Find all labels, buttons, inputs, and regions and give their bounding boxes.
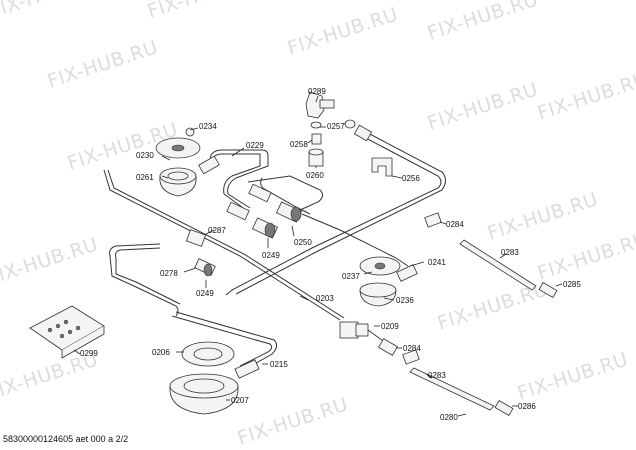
watermark-text: FIX-HUB.RU [0, 233, 101, 289]
label-0250: 0250 [294, 238, 312, 247]
thermocouple-upper [424, 212, 558, 299]
label-0280: 0280 [440, 413, 458, 422]
label-0260: 0260 [306, 171, 324, 180]
label-0237: 0237 [342, 272, 360, 281]
valve-group [198, 155, 303, 239]
label-0236: 0236 [396, 296, 414, 305]
burner-0278-valve [185, 229, 216, 277]
watermark-text: FIX-HUB.RU [425, 0, 541, 45]
burner-large-bottom [169, 341, 260, 415]
label-0284-lower: 0284 [403, 344, 421, 353]
label-0230: 0230 [136, 151, 154, 160]
label-0203: 0203 [316, 294, 334, 303]
watermark-text: FIX-HUB.RU [535, 68, 636, 124]
label-0299: 0299 [80, 349, 98, 358]
label-0283-upper: 0283 [501, 248, 519, 257]
ignition-connector [339, 321, 398, 356]
label-0249-lower: 0249 [196, 289, 214, 298]
label-0234: 0234 [199, 122, 217, 131]
burner-small-top-left [155, 127, 201, 197]
label-0257: 0257 [327, 122, 345, 131]
label-0286: 0286 [518, 402, 536, 411]
label-0206: 0206 [152, 348, 170, 357]
label-0287: 0287 [208, 226, 226, 235]
label-0241: 0241 [428, 258, 446, 267]
label-0285: 0285 [563, 280, 581, 289]
watermark-text: FIX-HUB.RU [145, 0, 261, 23]
watermark-text: FIX-HUB.RU [285, 3, 401, 59]
burner-small-right [359, 256, 418, 307]
connector-elbow [305, 91, 373, 167]
label-0249-upper: 0249 [262, 251, 280, 260]
label-0261: 0261 [136, 173, 154, 182]
label-0215: 0215 [270, 360, 288, 369]
label-0207: 0207 [231, 396, 249, 405]
watermark-text: FIX-HUB.RU [515, 348, 631, 404]
thermocouple-lower [402, 349, 514, 417]
label-0209: 0209 [381, 322, 399, 331]
watermark-text: FIX-HUB.RU [0, 0, 103, 23]
watermark-text: FIX-HUB.RU [535, 228, 636, 284]
document-footer: 58300000124605 aet 000 a 2/2 [3, 434, 129, 444]
watermark-text: FIX-HUB.RU [45, 36, 161, 92]
label-0256: 0256 [402, 174, 420, 183]
spark-module-0299 [29, 305, 105, 359]
watermark-text: FIX-HUB.RU [485, 188, 601, 244]
label-0229: 0229 [246, 141, 264, 150]
pipe-bracket [371, 157, 393, 177]
label-0284-upper: 0284 [446, 220, 464, 229]
watermark-text: FIX-HUB.RU [235, 393, 351, 449]
leader-lines [73, 95, 563, 417]
label-0258: 0258 [290, 140, 308, 149]
label-0289: 0289 [308, 87, 326, 96]
part-labels: 0234 0230 0261 0229 0289 0257 0258 0260 … [80, 87, 581, 422]
label-0278: 0278 [160, 269, 178, 278]
watermark-text: FIX-HUB.RU [425, 78, 541, 134]
label-0283-lower: 0283 [428, 371, 446, 380]
